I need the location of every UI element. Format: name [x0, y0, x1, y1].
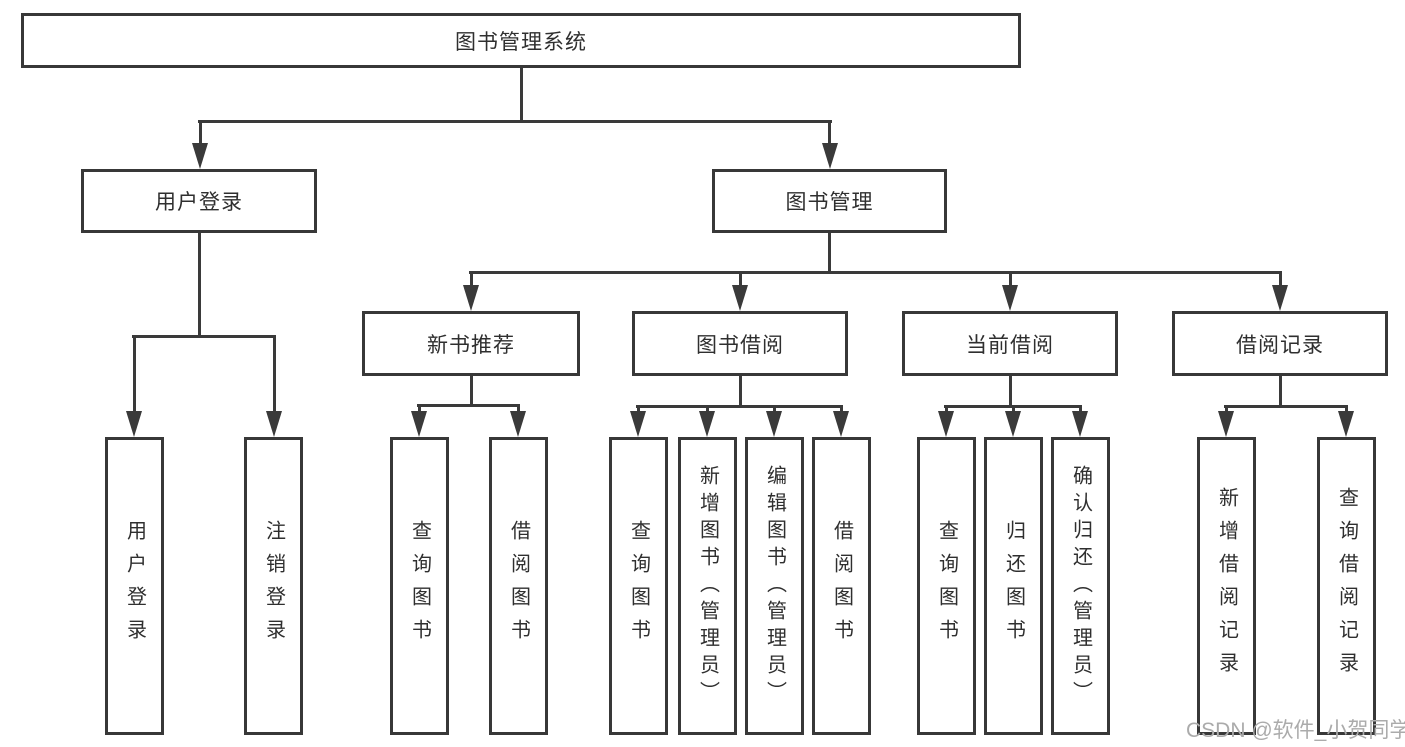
node-label: 查询图书: [627, 520, 650, 652]
arrow-down-icon: [1272, 285, 1288, 311]
connector-line: [706, 405, 709, 412]
arrow-down-icon: [1338, 411, 1354, 437]
connector-line: [199, 120, 202, 145]
arrow-down-icon: [411, 411, 427, 437]
arrow-down-icon: [463, 285, 479, 311]
arrow-down-icon: [1218, 411, 1234, 437]
connector-line: [133, 335, 136, 411]
leaf-query-books-current: 查询图书: [917, 437, 976, 735]
connector-line: [470, 271, 473, 287]
leaf-logout: 注销登录: [244, 437, 303, 735]
leaf-query-borrow-record: 查询借阅记录: [1317, 437, 1376, 735]
connector-line: [132, 335, 276, 338]
arrow-down-icon: [266, 411, 282, 437]
connector-line: [418, 404, 421, 412]
arrow-down-icon: [192, 143, 208, 169]
node-label: 新书推荐: [427, 333, 515, 357]
connector-line: [469, 271, 1282, 274]
connector-line: [198, 120, 832, 123]
node-current-borrowing: 当前借阅: [902, 311, 1118, 376]
leaf-user-login: 用户登录: [105, 437, 164, 735]
node-label: 注销登录: [262, 520, 285, 652]
connector-line: [1279, 271, 1282, 287]
connector-line: [739, 376, 742, 407]
connector-line: [1012, 405, 1015, 412]
connector-line: [1009, 271, 1012, 287]
arrow-down-icon: [1072, 411, 1088, 437]
leaf-edit-books-admin: 编辑图书（管理员）: [745, 437, 804, 735]
node-label: 用户登录: [155, 191, 243, 214]
connector-line: [637, 405, 640, 412]
node-library-management-system: 图书管理系统: [21, 13, 1021, 68]
node-label: 查询借阅记录: [1335, 487, 1358, 685]
node-label: 归还图书: [1002, 520, 1025, 652]
leaf-query-books-borrowing: 查询图书: [609, 437, 668, 735]
node-label: 查询图书: [935, 520, 958, 652]
node-label: 借阅记录: [1236, 333, 1324, 357]
connector-line: [945, 405, 948, 412]
arrow-down-icon: [938, 411, 954, 437]
connector-line: [840, 405, 843, 412]
node-book-management: 图书管理: [712, 169, 947, 233]
node-borrowing-records: 借阅记录: [1172, 311, 1388, 376]
leaf-confirm-return-admin: 确认归还（管理员）: [1051, 437, 1110, 735]
node-label: 借阅图书: [830, 520, 853, 652]
node-label: 编辑图书（管理员）: [763, 464, 786, 708]
connector-line: [1225, 405, 1228, 412]
node-label: 确认归还（管理员）: [1069, 464, 1092, 708]
connector-line: [417, 404, 520, 407]
connector-line: [520, 68, 523, 121]
node-label: 图书管理系统: [455, 30, 587, 54]
connector-line: [828, 120, 831, 145]
leaf-return-books: 归还图书: [984, 437, 1043, 735]
connector-line: [773, 405, 776, 412]
connector-line: [517, 404, 520, 412]
node-label: 用户登录: [123, 520, 146, 652]
arrow-down-icon: [732, 285, 748, 311]
connector-line: [1345, 405, 1348, 412]
connector-line: [273, 335, 276, 411]
leaf-add-books-admin: 新增图书（管理员）: [678, 437, 737, 735]
node-label: 新增图书（管理员）: [696, 464, 719, 708]
arrow-down-icon: [822, 143, 838, 169]
arrow-down-icon: [630, 411, 646, 437]
connector-line: [1009, 376, 1012, 407]
arrow-down-icon: [126, 411, 142, 437]
connector-line: [1279, 376, 1282, 407]
arrow-down-icon: [833, 411, 849, 437]
arrow-down-icon: [766, 411, 782, 437]
node-label: 借阅图书: [507, 520, 530, 652]
leaf-add-borrow-record: 新增借阅记录: [1197, 437, 1256, 735]
node-user-login: 用户登录: [81, 169, 317, 233]
node-label: 查询图书: [408, 520, 431, 652]
node-label: 图书管理: [785, 191, 874, 214]
connector-line: [470, 376, 473, 406]
node-label: 新增借阅记录: [1215, 487, 1238, 685]
leaf-borrow-books-borrowing: 借阅图书: [812, 437, 871, 735]
csdn-watermark: CSDN @软件_小贺同学: [1186, 719, 1405, 742]
node-label: 图书借阅: [696, 333, 784, 357]
leaf-borrow-books-recommend: 借阅图书: [489, 437, 548, 735]
node-book-borrowing: 图书借阅: [632, 311, 848, 376]
connector-line: [636, 405, 843, 408]
leaf-query-books-recommend: 查询图书: [390, 437, 449, 735]
connector-line: [198, 233, 201, 337]
connector-line: [1224, 405, 1348, 408]
arrow-down-icon: [1005, 411, 1021, 437]
connector-line: [1079, 405, 1082, 412]
arrow-down-icon: [1002, 285, 1018, 311]
node-new-book-recommendation: 新书推荐: [362, 311, 580, 376]
connector-line: [739, 271, 742, 287]
node-label: 当前借阅: [966, 333, 1054, 357]
arrow-down-icon: [510, 411, 526, 437]
connector-line: [828, 233, 831, 273]
arrow-down-icon: [699, 411, 715, 437]
